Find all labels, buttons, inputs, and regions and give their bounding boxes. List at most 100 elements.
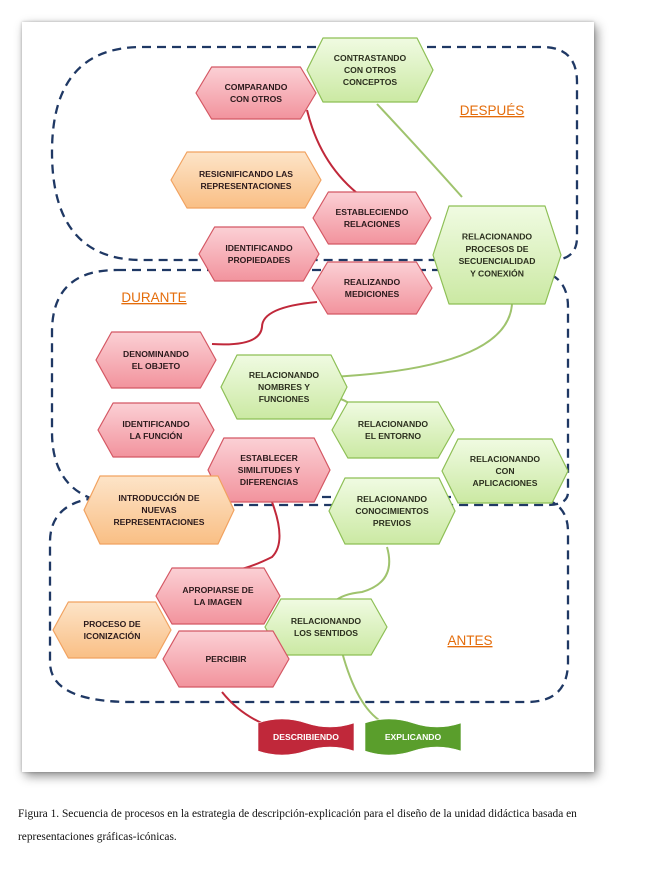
connector-line <box>341 651 383 723</box>
connector-line <box>306 109 373 205</box>
node-label: EL ENTORNO <box>365 431 421 441</box>
caption-line-2: representaciones gráficas-icónicas. <box>18 831 177 843</box>
node-resignificando: RESIGNIFICANDO LAS REPRESENTACIONES <box>170 151 322 209</box>
node-label: PROPIEDADES <box>228 255 291 265</box>
node-shape <box>441 438 569 504</box>
node-label: DENOMINANDO <box>123 349 189 359</box>
node-label: CON OTROS <box>344 65 396 75</box>
node-shape <box>220 354 348 420</box>
node-label: APROPIARSE DE <box>182 585 253 595</box>
node-label: CONCEPTOS <box>343 77 398 87</box>
node-shape <box>312 191 432 245</box>
node-label: CON <box>495 466 514 476</box>
node-label: SECUENCIALIDAD <box>459 256 536 266</box>
node-shape <box>162 630 290 688</box>
node-relacionando-nombres: RELACIONANDO NOMBRES Y FUNCIONES <box>220 354 348 420</box>
figure-caption: Figura 1. Secuencia de procesos en la es… <box>18 803 638 849</box>
node-label: RELACIONANDO <box>462 232 532 242</box>
node-estableciendo: ESTABLECIENDO RELACIONES <box>312 191 432 245</box>
banner-shape <box>257 718 355 756</box>
banner-describiendo: DESCRIBIENDO <box>257 718 355 756</box>
node-shape <box>432 205 562 305</box>
node-shape <box>306 37 434 103</box>
node-label: ESTABLECIENDO <box>336 207 409 217</box>
node-denominando: DENOMINANDO EL OBJETO <box>95 331 217 389</box>
zone-despues <box>50 45 579 262</box>
node-percibir: PERCIBIR <box>162 630 290 688</box>
figure-frame: CONTRASTANDO CON OTROS CONCEPTOS COMPARANDO… <box>22 22 594 772</box>
node-label: CONOCIMIENTOS <box>355 506 429 516</box>
process-diagram: CONTRASTANDO CON OTROS CONCEPTOS COMPARANDO… <box>48 37 579 756</box>
node-label: RELACIONANDO <box>291 616 361 626</box>
node-label: DIFERENCIAS <box>240 477 299 487</box>
node-label: LA IMAGEN <box>194 597 242 607</box>
node-shape <box>311 261 433 315</box>
node-label: REPRESENTACIONES <box>113 517 204 527</box>
node-label: FUNCIONES <box>259 394 310 404</box>
connector-line <box>331 296 514 378</box>
node-label: RELACIONANDO <box>358 419 428 429</box>
node-label: SIMILITUDES Y <box>238 465 301 475</box>
node-shape <box>52 601 172 659</box>
node-shape <box>328 477 456 545</box>
banner-explicando: EXPLICANDO <box>364 718 462 756</box>
node-label: ESTABLECER <box>240 453 298 463</box>
node-shape <box>331 401 455 459</box>
node-label: IDENTIFICANDO <box>225 243 293 253</box>
node-label: RELACIONANDO <box>470 454 540 464</box>
node-shape <box>207 437 331 503</box>
node-label: REPRESENTACIONES <box>200 181 291 191</box>
zone-antes <box>48 495 570 704</box>
node-relacionando-conocimientos: RELACIONANDO CONOCIMIENTOS PREVIOS <box>328 477 456 545</box>
node-label: REALIZANDO <box>344 277 401 287</box>
node-label: NUEVAS <box>141 505 176 515</box>
node-label: PERCIBIR <box>205 654 247 664</box>
node-shape <box>83 475 235 545</box>
node-label: MEDICIONES <box>345 289 400 299</box>
node-label: PREVIOS <box>373 518 411 528</box>
node-shape <box>155 567 281 625</box>
node-label: ICONIZACIÓN <box>84 630 141 641</box>
node-label: INTRODUCCIÓN DE <box>118 492 199 503</box>
node-label: CONTRASTANDO <box>334 53 407 63</box>
node-relacionando-entorno: RELACIONANDO EL ENTORNO <box>331 401 455 459</box>
node-label: PROCESOS DE <box>465 244 528 254</box>
node-label: RELACIONANDO <box>357 494 427 504</box>
node-label: EL OBJETO <box>132 361 181 371</box>
connector-line <box>376 103 463 198</box>
node-shape <box>264 598 388 656</box>
node-introduccion: INTRODUCCIÓN DE NUEVAS REPRESENTACIONES <box>83 475 235 545</box>
banner-label: EXPLICANDO <box>385 732 442 742</box>
node-label: CON OTROS <box>230 94 282 104</box>
node-identificando-propiedades: IDENTIFICANDO PROPIEDADES <box>198 226 320 282</box>
node-label: PROCESO DE <box>83 619 141 629</box>
node-shape <box>195 66 317 120</box>
node-label: Y CONEXIÓN <box>470 267 524 278</box>
node-label: RELACIONANDO <box>249 370 319 380</box>
zone-label-durante: DURANTE <box>121 290 186 305</box>
node-label: IDENTIFICANDO <box>122 419 190 429</box>
node-shape <box>97 402 215 458</box>
node-shape <box>170 151 322 209</box>
node-label: APLICACIONES <box>473 478 538 488</box>
node-label: RELACIONES <box>344 219 401 229</box>
connector-line <box>211 301 318 346</box>
zone-label-antes: ANTES <box>447 633 492 648</box>
connector-line <box>236 501 281 571</box>
node-realizando: REALIZANDO MEDICIONES <box>311 261 433 315</box>
connector-line <box>333 546 391 603</box>
banner-label: DESCRIBIENDO <box>273 732 339 742</box>
node-relacionando-aplicaciones: RELACIONANDO CON APLICACIONES <box>441 438 569 504</box>
banner-shape <box>364 718 462 756</box>
node-label: NOMBRES Y <box>258 382 310 392</box>
zone-label-despues: DESPUÉS <box>460 103 525 118</box>
node-shape <box>198 226 320 282</box>
node-shape <box>95 331 217 389</box>
node-label: RESIGNIFICANDO LAS <box>199 169 293 179</box>
caption-line-1: Figura 1. Secuencia de procesos en la es… <box>18 808 577 820</box>
